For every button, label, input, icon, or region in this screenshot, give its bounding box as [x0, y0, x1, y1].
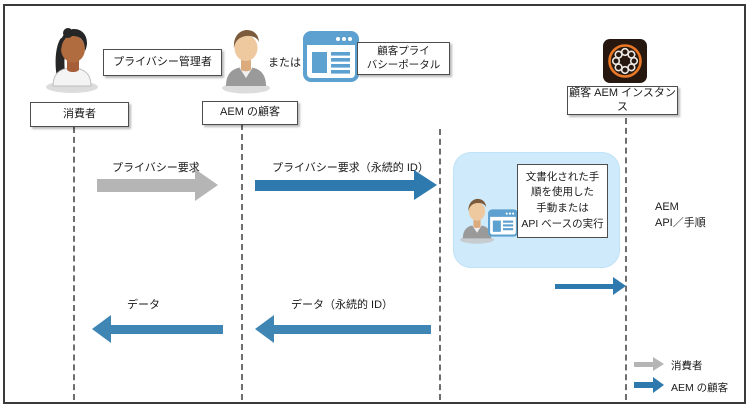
diagram-border — [3, 4, 746, 404]
portal-label-box: 顧客プライ バシーポータル — [357, 42, 450, 75]
legend-consumer-label: 消費者 — [671, 360, 703, 372]
arrow-shaft — [634, 361, 653, 367]
privacy-admin-label-box: プライバシー管理者 — [103, 49, 222, 76]
privacy-admin-label: プライバシー管理者 — [113, 55, 212, 68]
aem-logo-icon — [603, 39, 647, 83]
woman-person-icon — [46, 28, 98, 93]
arrow-head-right — [414, 170, 437, 200]
consumer-label: 消費者 — [63, 107, 96, 120]
portal-label-line1: 顧客プライ — [377, 45, 430, 58]
data-label: データ — [127, 299, 160, 311]
execution-note-box: 文書化された手 順を使用した 手動または API ベースの実行 — [517, 164, 608, 238]
arrow-head-left — [255, 315, 274, 343]
execution-note-line: API ベースの実行 — [521, 217, 604, 230]
arrow-head-right — [653, 357, 664, 371]
legend-consumer-arrow — [634, 357, 664, 371]
legend-aem-customer-arrow — [634, 377, 664, 393]
data-persistent-arrow — [255, 315, 431, 343]
lifeline-aem-instance — [625, 118, 627, 400]
aem-api-note: AEM API／手順 — [655, 201, 706, 233]
privacy-request-persistent-label: プライバシー要求（永続的 ID） — [272, 162, 429, 174]
data-arrow — [92, 315, 223, 343]
execution-note-line: 手動または — [536, 202, 589, 214]
aem-customer-label-box: AEM の顧客 — [202, 101, 298, 125]
execution-arrow — [555, 277, 626, 295]
lifeline-consumer — [73, 127, 75, 400]
consumer-label-box: 消費者 — [30, 102, 129, 127]
arrow-head-right — [653, 377, 664, 393]
browser-window-icon — [303, 31, 359, 82]
or-label: または — [268, 57, 301, 69]
data-persistent-label: データ（永続的 ID） — [291, 299, 394, 311]
man-person-small-icon — [460, 198, 494, 244]
arrow-head-right — [613, 277, 626, 295]
privacy-request-arrow — [97, 169, 218, 201]
lifeline-privacy-portal — [439, 129, 441, 400]
aem-api-note-line2: API／手順 — [655, 216, 706, 229]
arrow-shaft — [255, 179, 414, 191]
arrow-shaft — [555, 283, 613, 289]
browser-window-small-icon — [488, 209, 518, 237]
privacy-request-label: プライバシー要求 — [112, 162, 200, 174]
aem-instance-label-box: 顧客 AEM インスタンス — [567, 86, 678, 115]
aem-customer-label: AEM の顧客 — [220, 106, 280, 119]
arrow-shaft — [111, 324, 223, 334]
lifeline-aem-customer — [241, 124, 243, 400]
aem-api-note-line1: AEM — [655, 201, 679, 213]
arrow-shaft — [97, 178, 195, 192]
arrow-head-right — [195, 169, 218, 201]
aem-instance-label: 顧客 AEM インスタンス — [569, 86, 676, 113]
arrow-shaft — [634, 382, 653, 388]
privacy-request-persistent-arrow — [255, 170, 437, 200]
arrow-head-left — [92, 315, 111, 343]
execution-note-line: 文書化された手 — [525, 170, 600, 183]
arrow-shaft — [274, 324, 431, 334]
execution-note-line: 順を使用した — [531, 186, 594, 199]
legend-aem-customer-label: AEM の顧客 — [671, 382, 729, 394]
man-person-icon — [222, 30, 270, 94]
portal-label-line2: バシーポータル — [366, 58, 441, 71]
